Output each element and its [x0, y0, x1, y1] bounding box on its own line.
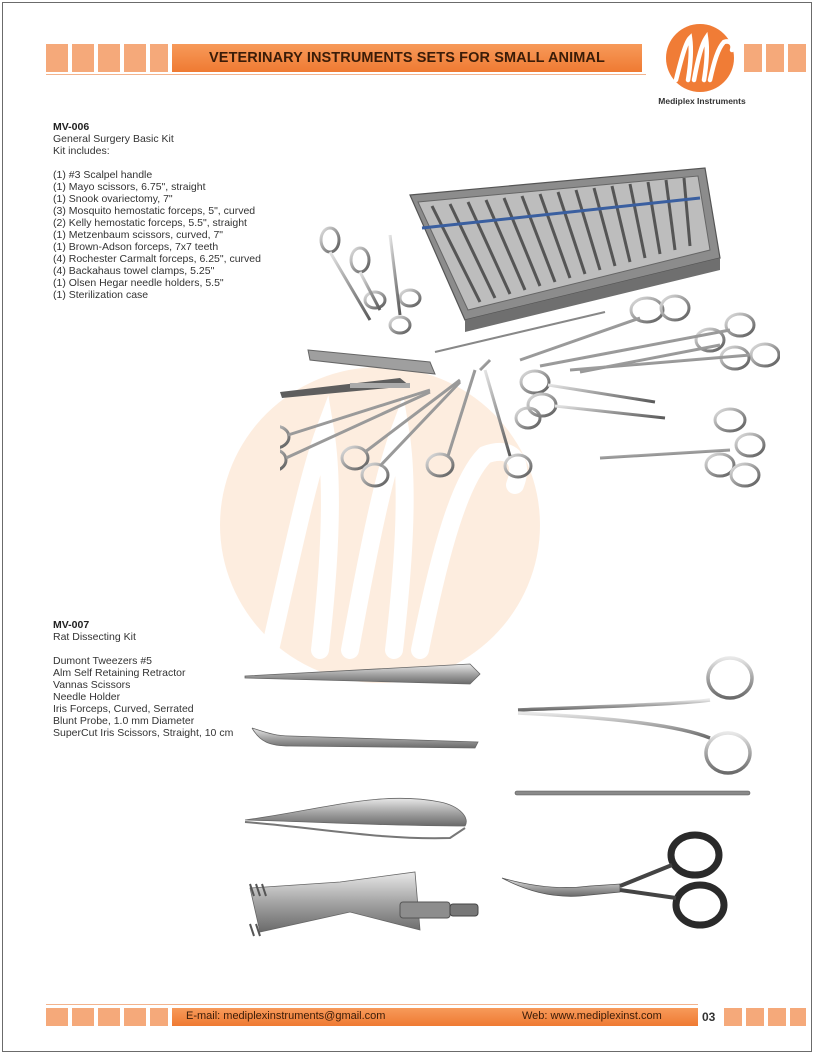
needle-holder-icon [517, 656, 754, 775]
kit-item: Iris Forceps, Curved, Serrated [53, 703, 194, 715]
kit-item: (1) #3 Scalpel handle [53, 169, 153, 181]
kit-mv007-photo [240, 650, 760, 950]
kit-item: (1) Brown-Adson forceps, 7x7 teeth [53, 241, 219, 253]
kit-item: (1) Metzenbaum scissors, curved, 7" [53, 229, 224, 241]
kit-item: (1) Olsen Hegar needle holders, 5.5" [53, 277, 224, 289]
kit-item: Vannas Scissors [53, 679, 131, 691]
kit-item: (3) Mosquito hemostatic forceps, 5", cur… [53, 205, 256, 217]
header-square [72, 44, 94, 72]
probe-icon [434, 311, 606, 353]
footer-square [150, 1008, 168, 1026]
header-square [788, 44, 806, 72]
watermark-logo-icon [210, 360, 550, 690]
hemostat-icon [514, 294, 781, 488]
footer-square [124, 1008, 146, 1026]
kit-item: Dumont Tweezers #5 [53, 655, 153, 667]
header-square [46, 44, 68, 72]
footer-web[interactable]: Web: www.mediplexinst.com [522, 1010, 662, 1022]
kit-name: General Surgery Basic Kit [53, 133, 174, 145]
kit-mv006-photo [256, 140, 781, 495]
tweezers-icon [244, 663, 481, 685]
footer-square [724, 1008, 742, 1026]
footer-square [46, 1008, 68, 1026]
kit-item: Needle Holder [53, 691, 121, 703]
header-rule [46, 74, 646, 75]
kit-item: SuperCut Iris Scissors, Straight, 10 cm [53, 727, 234, 739]
blunt-probe-icon [514, 790, 751, 796]
footer-square [790, 1008, 806, 1026]
iris-forceps-icon [251, 727, 479, 749]
kit-item: (4) Backahaus towel clamps, 5.25" [53, 265, 215, 277]
supercut-scissors-icon [501, 831, 728, 929]
footer-square [746, 1008, 764, 1026]
page-title: VETERINARY INSTRUMENTS SETS FOR SMALL AN… [172, 44, 642, 72]
footer-square [768, 1008, 786, 1026]
kit-includes-label: Kit includes: [53, 145, 110, 157]
sterilization-case-icon [409, 167, 721, 332]
retractor-icon [249, 871, 479, 937]
header-square [98, 44, 120, 72]
kit-item: Blunt Probe, 1.0 mm Diameter [53, 715, 195, 727]
footer-square [98, 1008, 120, 1026]
scissors-icon [256, 358, 533, 488]
kit-item: (1) Snook ovariectomy, 7" [53, 193, 173, 205]
footer-square [72, 1008, 94, 1026]
towel-clamp-icon [319, 226, 422, 335]
kit-item: Alm Self Retaining Retractor [53, 667, 186, 679]
page-number: 03 [702, 1010, 716, 1024]
kit-mv006-description: MV-006 General Surgery Basic Kit Kit inc… [53, 121, 261, 301]
header-square [744, 44, 762, 72]
kit-mv007-description: MV-007 Rat Dissecting Kit Dumont Tweezer… [53, 619, 233, 739]
footer-email[interactable]: E-mail: mediplexinstruments@gmail.com [186, 1010, 386, 1022]
kit-item: (1) Sterilization case [53, 289, 149, 301]
page-title-text: VETERINARY INSTRUMENTS SETS FOR SMALL AN… [209, 50, 605, 66]
footer-bar: E-mail: mediplexinstruments@gmail.com We… [172, 1008, 698, 1026]
brand-name: Mediplex Instruments [658, 96, 746, 106]
kit-item: (1) Mayo scissors, 6.75", straight [53, 181, 206, 193]
kit-code: MV-006 [53, 121, 90, 133]
kit-item: (4) Rochester Carmalt forceps, 6.25", cu… [53, 253, 261, 265]
kit-name: Rat Dissecting Kit [53, 631, 136, 643]
header-square [124, 44, 146, 72]
vannas-scissors-icon [244, 797, 467, 840]
header-square [766, 44, 784, 72]
kit-item: (2) Kelly hemostatic forceps, 5.5", stra… [53, 217, 247, 229]
kit-code: MV-007 [53, 619, 90, 631]
footer-rule [46, 1004, 698, 1005]
header-square [150, 44, 168, 72]
forceps-icon [280, 349, 436, 398]
brand-logo-icon [660, 22, 740, 94]
